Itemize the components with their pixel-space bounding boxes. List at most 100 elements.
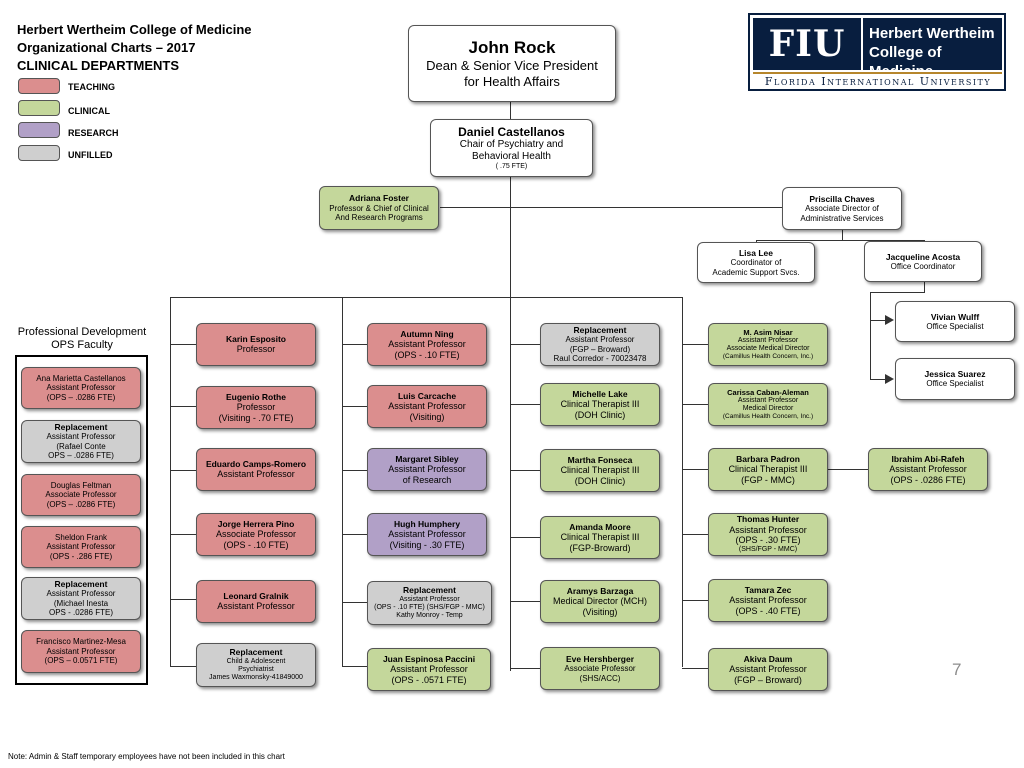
- faculty-name: Eduardo Camps-Romero: [205, 459, 307, 469]
- legend-label-clinical: CLINICAL: [68, 106, 110, 116]
- faculty-card: Replacement Child & Adolescent Psychiatr…: [196, 643, 316, 687]
- faculty-card: Michelle Lake Clinical Therapist III (DO…: [540, 383, 660, 426]
- faculty-card: Eugenio Rothe Professor (Visiting - .70 …: [196, 386, 316, 429]
- ops-faculty-card: Replacement Assistant Professor (Rafael …: [21, 420, 141, 463]
- legend-swatch-unfilled: [18, 145, 60, 161]
- ops-title-1: Professional Development: [17, 326, 147, 338]
- staff-title-1: Professor & Chief of Clinical: [329, 203, 429, 213]
- faculty-title-1: Associate Professor: [215, 528, 297, 539]
- faculty-title-2: Medical Director: [742, 405, 794, 413]
- ops-title-1: Assistant Professor: [46, 646, 116, 656]
- faculty-card: Thomas Hunter Assistant Professor (OPS -…: [708, 513, 828, 556]
- staff-name: Jessica Suarez: [924, 369, 986, 380]
- faculty-name: Michelle Lake: [572, 388, 628, 399]
- ops-title-2: (OPS – .0286 FTE): [46, 499, 116, 509]
- chair-fte: ( .75 FTE): [495, 163, 528, 170]
- staff-name: Jacqueline Acosta: [885, 251, 961, 262]
- logo-name-block: Herbert Wertheim College of Medicine: [863, 18, 1002, 80]
- ops-title-1: Assistant Professor: [46, 589, 116, 599]
- faculty-title-1: Assistant Professor: [390, 663, 468, 674]
- staff-jacqueline-acosta: Jacqueline Acosta Office Coordinator: [864, 241, 982, 282]
- faculty-name: Autumn Ning: [400, 328, 454, 339]
- ops-name: Replacement: [54, 579, 108, 590]
- faculty-title-2: (OPS - .40 FTE): [735, 605, 801, 616]
- faculty-title-1: Assistant Professor: [388, 528, 466, 539]
- ops-name: Ana Marietta Castellanos: [36, 373, 126, 383]
- legend-swatch-clinical: [18, 100, 60, 116]
- faculty-name: Barbara Padron: [736, 453, 800, 464]
- logo-university: Florida International University: [764, 75, 992, 88]
- faculty-title-1: Assistant Professor: [737, 336, 799, 344]
- legend-label-unfilled: UNFILLED: [68, 150, 113, 160]
- header-line-1: Herbert Wertheim College of Medicine: [17, 22, 252, 37]
- faculty-card: Leonard Gralnik Assistant Professor: [196, 580, 316, 623]
- faculty-title-1: Associate Professor: [564, 664, 636, 673]
- header-line-2: Organizational Charts – 2017: [17, 40, 196, 55]
- logo-gold-bar: [753, 72, 1002, 74]
- chair-title-1: Chair of Psychiatry and: [459, 139, 564, 150]
- faculty-title-1: Assistant Professor: [388, 400, 466, 411]
- faculty-name: Jorge Herrera Pino: [217, 518, 295, 529]
- ops-title-2: (OPS – .0286 FTE): [46, 392, 116, 402]
- ops-title-1: Assistant Professor: [46, 383, 116, 393]
- ops-name: Sheldon Frank: [54, 532, 108, 542]
- staff-title-2: Administrative Services: [800, 213, 884, 223]
- faculty-name: Karin Esposito: [226, 334, 286, 344]
- chair-box: Daniel Castellanos Chair of Psychiatry a…: [430, 119, 593, 177]
- faculty-title-1: Assistant Professor: [388, 463, 466, 474]
- page-number: 7: [952, 660, 962, 679]
- faculty-title-1: Assistant Professor: [729, 663, 807, 674]
- ops-faculty-card: Replacement Assistant Professor (Michael…: [21, 577, 141, 620]
- faculty-title-3: James Waxmonsky-41849000: [209, 674, 303, 682]
- faculty-title-1: Clinical Therapist III: [560, 398, 640, 409]
- faculty-name: Leonard Gralnik: [223, 591, 289, 601]
- faculty-name: Eve Hershberger: [565, 653, 635, 664]
- staff-name: Vivian Wulff: [930, 311, 980, 322]
- ops-title-2: (OPS – 0.0571 FTE): [44, 656, 118, 666]
- faculty-card: Akiva Daum Assistant Professor (FGP – Br…: [708, 648, 828, 691]
- faculty-card: Luis Carcache Assistant Professor (Visit…: [367, 385, 487, 428]
- staff-jessica-suarez: Jessica Suarez Office Specialist: [895, 358, 1015, 400]
- faculty-title-2: (SHS/ACC): [579, 673, 621, 683]
- legend-label-teaching: TEACHING: [68, 82, 115, 92]
- faculty-card: Jorge Herrera Pino Associate Professor (…: [196, 513, 316, 556]
- faculty-name: Replacement: [229, 647, 283, 658]
- faculty-title-2: (FGP-Broward): [569, 542, 631, 553]
- faculty-name: Ibrahim Abi-Rafeh: [891, 453, 965, 464]
- faculty-card: Karin Esposito Professor: [196, 323, 316, 366]
- dean-box: John Rock Dean & Senior Vice President f…: [408, 25, 616, 102]
- chair-title-2: Behavioral Health: [472, 151, 551, 162]
- ops-title-2: (Michael Inesta: [53, 598, 109, 608]
- faculty-card: Eduardo Camps-Romero Assistant Professor: [196, 448, 316, 491]
- faculty-card: Carissa Caban-Aleman Assistant Professor…: [708, 383, 828, 426]
- faculty-title-1: Assistant Professor: [729, 524, 807, 535]
- faculty-card: Martha Fonseca Clinical Therapist III (D…: [540, 449, 660, 492]
- ops-faculty-card: Sheldon Frank Assistant Professor (OPS -…: [21, 526, 141, 568]
- faculty-title-1: Assistant Professor: [729, 594, 807, 605]
- staff-title-1: Office Specialist: [926, 379, 984, 389]
- faculty-card: M. Asim Nisar Assistant Professor Associ…: [708, 323, 828, 366]
- faculty-title-2: (OPS - .10 FTE): [394, 349, 460, 360]
- staff-vivian-wulff: Vivian Wulff Office Specialist: [895, 301, 1015, 342]
- staff-name: Priscilla Chaves: [809, 193, 875, 204]
- faculty-title-1: Assistant Professor: [737, 396, 799, 404]
- faculty-card: Replacement Assistant Professor (FGP – B…: [540, 323, 660, 366]
- legend-swatch-teaching: [18, 78, 60, 94]
- faculty-name: Amanda Moore: [569, 521, 631, 532]
- dean-title-2: for Health Affairs: [464, 73, 560, 89]
- staff-title-1: Office Coordinator: [890, 261, 956, 271]
- staff-title-2: Academic Support Svcs.: [712, 267, 800, 277]
- faculty-name: Carissa Caban-Aleman: [727, 387, 809, 397]
- logo-mark-text: FIU: [768, 23, 846, 65]
- ops-title-1: Associate Professor: [45, 490, 117, 500]
- faculty-title-1: Professor: [236, 401, 276, 412]
- staff-name: Lisa Lee: [738, 247, 774, 258]
- ops-title-2: OPS Faculty: [51, 339, 113, 351]
- faculty-name: Akiva Daum: [743, 653, 793, 664]
- staff-title-1: Associate Director of: [805, 204, 879, 213]
- ops-title-3: OPS - .0286 FTE): [48, 608, 114, 618]
- faculty-title-1: Clinical Therapist III: [728, 463, 808, 474]
- header-line-3: CLINICAL DEPARTMENTS: [17, 58, 180, 73]
- staff-adriana-foster: Adriana Foster Professor & Chief of Clin…: [319, 186, 439, 230]
- faculty-title-2: (OPS - .10 FTE): [223, 539, 289, 550]
